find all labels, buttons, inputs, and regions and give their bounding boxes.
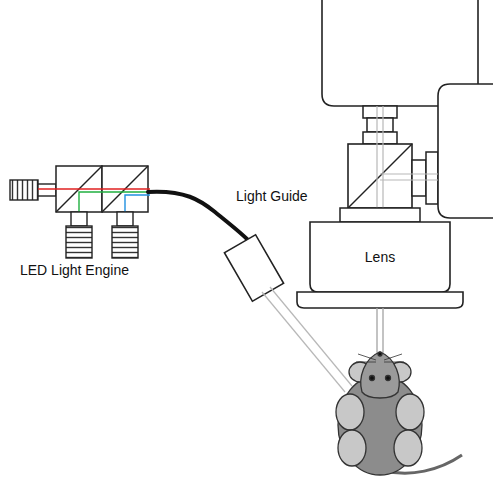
side-tube-ring: [426, 152, 438, 204]
tube-ring: [363, 106, 397, 118]
lens-body: Lens: [310, 222, 450, 292]
mouse-paw: [396, 394, 424, 430]
mouse-paw: [394, 430, 422, 466]
light-guide-label: Light Guide: [236, 188, 308, 204]
mouse-eye: [370, 376, 375, 381]
led-source: [66, 226, 92, 258]
mouse: [336, 352, 462, 475]
lens-flange: [297, 292, 463, 308]
mouse-paw: [338, 430, 366, 466]
red-beam: [38, 188, 150, 189]
mouse-head: [361, 352, 399, 398]
led-neck: [117, 212, 133, 226]
lens-body: [310, 222, 450, 292]
lens-ring: [340, 208, 420, 222]
mouse-whiskers: [356, 354, 404, 362]
collimator-body: [224, 235, 283, 301]
node-text: Lens: [365, 249, 395, 265]
light-guide-cable: [148, 192, 248, 240]
led-source: [10, 180, 38, 200]
led-source: [112, 226, 138, 258]
tube-ring: [363, 132, 397, 144]
mouse-eye: [386, 376, 391, 381]
tube: [367, 118, 393, 132]
collimator: [224, 235, 283, 301]
excitation-beam: [262, 287, 352, 392]
side-tube: [412, 160, 426, 196]
led-neck: [38, 184, 56, 196]
splitter-diagonal: [348, 144, 412, 208]
mouse-nose: [378, 352, 382, 356]
led-neck: [71, 212, 87, 226]
side-camera: [438, 84, 493, 218]
engine-label: LED Light Engine: [20, 262, 129, 278]
beam-splitter-cube: [348, 144, 412, 208]
green-beam: [79, 192, 150, 228]
mouse-paw: [336, 394, 364, 430]
